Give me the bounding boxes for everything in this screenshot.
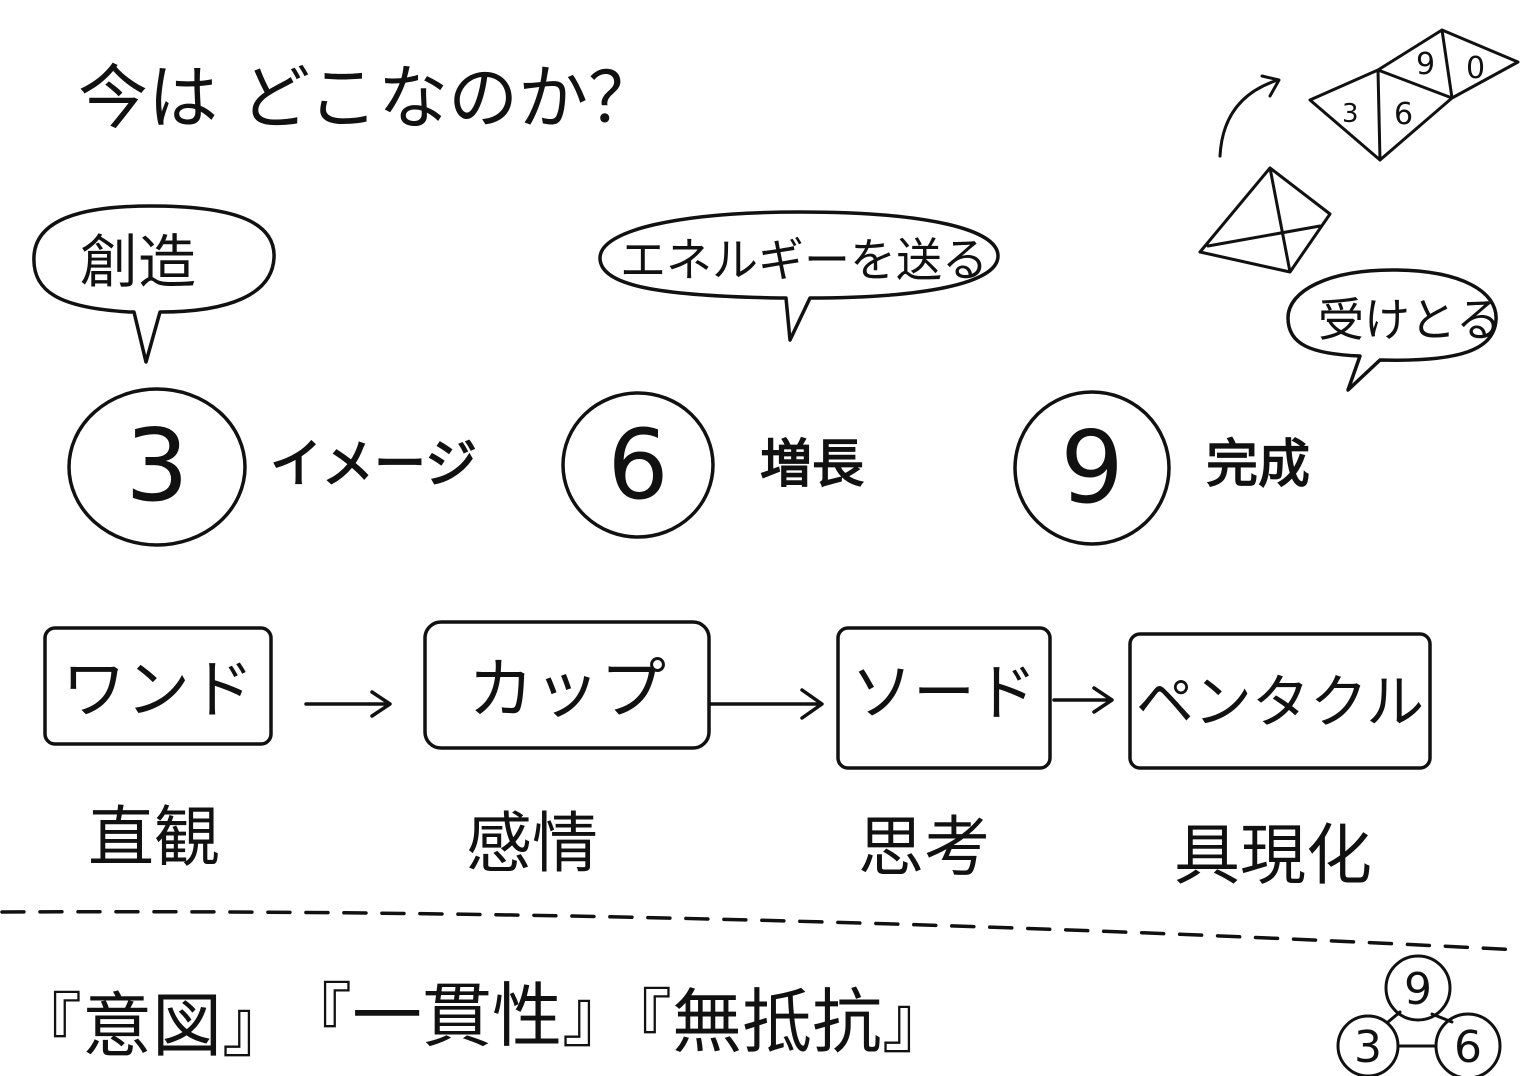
dashed-divider — [0, 909, 1522, 952]
triad-digit-6: 6 — [1454, 1022, 1482, 1073]
card-pentacle: ペンタクル — [1136, 668, 1424, 736]
stage-6-circle — [561, 391, 715, 539]
net-digit-0: 0 — [1466, 51, 1485, 86]
triad-digit-9: 9 — [1404, 964, 1432, 1015]
card-cup-box — [423, 620, 711, 750]
page-title: 今は どこなのか？ — [78, 57, 658, 139]
bubble-send-energy: エネルギーを送る — [598, 210, 1000, 342]
meaning-manifestation: 具現化 — [1174, 817, 1372, 894]
stage-3-circle — [67, 387, 247, 547]
triad-circle-9 — [1384, 954, 1452, 1022]
stage-9: 9 完成 — [1013, 390, 1310, 546]
card-sword: ソード — [851, 656, 1037, 729]
arrow-2 — [708, 688, 824, 720]
tetrahedron-3d — [1198, 166, 1332, 274]
meaning-intuition: 直観 — [88, 799, 220, 876]
arrow-1 — [304, 690, 392, 718]
card-wand: ワンド — [62, 654, 254, 728]
net-digit-9: 9 — [1416, 47, 1435, 82]
keyword-consistency: 『一貫性』 — [282, 975, 632, 1057]
bubble-receive: 受けとる — [1286, 268, 1502, 392]
bubble-create: 創造 — [32, 204, 276, 364]
arrow-3 — [1052, 686, 1114, 714]
stage-6-label: 増長 — [760, 435, 865, 495]
meaning-emotion: 感情 — [466, 805, 598, 882]
triad-369: 9 3 6 — [1336, 954, 1502, 1076]
stage-6-number: 6 — [607, 409, 668, 521]
stage-9-number: 9 — [1060, 409, 1124, 526]
flow-pentacle: ペンタクル 具現化 — [1128, 632, 1432, 894]
keyword-non-resistance: 『無抵抗』 — [602, 981, 952, 1063]
stage-9-circle — [1013, 390, 1171, 546]
triad-digit-3: 3 — [1354, 1022, 1382, 1073]
flow-sword: ソード 思考 — [836, 626, 1052, 886]
net-digit-6: 6 — [1394, 97, 1413, 132]
flow-wand: ワンド 直観 — [43, 626, 273, 876]
card-pentacle-box — [1128, 632, 1432, 770]
keyword-intention: 『意図』 — [12, 985, 292, 1067]
stage-6: 6 増長 — [561, 391, 865, 539]
stage-3-number: 3 — [125, 407, 189, 524]
stage-3-label: イメージ — [270, 435, 477, 495]
stage-3: 3 イメージ — [67, 387, 477, 547]
stage-9-label: 完成 — [1206, 435, 1310, 495]
card-cup: カップ — [468, 651, 666, 728]
bubble-receive-text: 受けとる — [1318, 293, 1502, 347]
tetrahedron-sketch: 3 6 9 0 — [1198, 28, 1520, 274]
bubble-create-text: 創造 — [80, 228, 196, 296]
meaning-thought: 思考 — [858, 809, 990, 886]
card-wand-box — [43, 626, 273, 746]
bubble-send-energy-text: エネルギーを送る — [620, 233, 988, 287]
flow-cup: カップ 感情 — [423, 620, 711, 882]
card-sword-box — [836, 626, 1052, 770]
tetrahedron-net — [1308, 28, 1520, 162]
net-digit-3: 3 — [1342, 99, 1359, 129]
